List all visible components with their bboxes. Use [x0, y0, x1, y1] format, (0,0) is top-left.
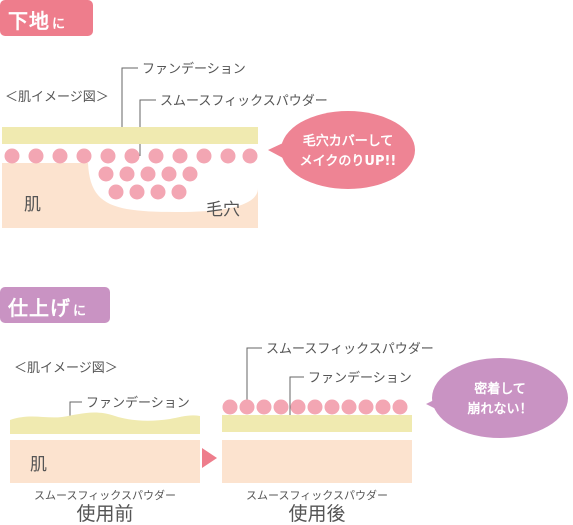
powder-dot	[220, 148, 236, 164]
powder-dot	[161, 166, 177, 182]
powder-dot	[28, 148, 44, 164]
bubble-1-line2: メイクのりUP!!	[300, 154, 397, 169]
section-tag-finish-suffix: に	[73, 304, 87, 319]
caption-after-small: スムースフィックスパウダー	[246, 488, 388, 502]
label-pore: 毛穴	[206, 200, 240, 220]
powder-dots-2	[222, 399, 408, 415]
powder-dot	[307, 399, 323, 415]
label-foundation-1: ファンデーション	[142, 61, 246, 77]
label-skin-1: 肌	[24, 195, 41, 215]
powder-dot	[239, 399, 255, 415]
section-tag-base-suffix: に	[52, 17, 66, 32]
foundation-layer-after	[222, 415, 412, 432]
section-tag-base-title: 下地	[8, 9, 50, 33]
label-foundation-before: ファンデーション	[86, 395, 190, 411]
powder-dot	[182, 166, 198, 182]
skin-layer-before	[10, 440, 200, 483]
powder-dot	[222, 399, 238, 415]
foundation-layer-1	[2, 127, 258, 144]
image-caption-2: ＜肌イメージ図＞	[14, 361, 118, 376]
leader-powder-after	[246, 347, 262, 402]
powder-dots-1	[4, 148, 258, 200]
arrow-icon	[202, 448, 217, 468]
powder-dot	[119, 166, 135, 182]
section-tag-finish: 仕上げに	[0, 287, 110, 323]
label-foundation-after: ファンデーション	[308, 370, 412, 386]
image-caption-1: ＜肌イメージ図＞	[5, 90, 109, 105]
powder-dot	[140, 166, 156, 182]
powder-dot	[324, 399, 340, 415]
powder-dot	[129, 184, 145, 200]
powder-dot	[76, 148, 92, 164]
powder-dot	[171, 184, 187, 200]
bubble-1-line1: 毛穴カバーして	[303, 133, 394, 149]
powder-dot	[392, 399, 408, 415]
bubble-2-line1: 密着して	[473, 381, 526, 397]
section-tag-base: 下地に	[0, 0, 93, 36]
label-skin-2: 肌	[30, 455, 47, 475]
powder-dot	[124, 148, 140, 164]
powder-dot	[358, 399, 374, 415]
caption-before-small: スムースフィックスパウダー	[34, 488, 176, 502]
powder-dot	[98, 166, 114, 182]
label-powder-1: スムースフィックスパウダー	[160, 94, 328, 109]
powder-dot	[4, 148, 20, 164]
leader-foundation-1	[121, 67, 138, 136]
speech-bubble-2: 密着して 崩れない！	[426, 358, 568, 438]
leader-foundation-after	[289, 376, 304, 428]
powder-dot	[290, 399, 306, 415]
powder-dot	[242, 148, 258, 164]
powder-dot	[273, 399, 289, 415]
powder-dot	[108, 184, 124, 200]
bubble-2-line2: 崩れない！	[467, 401, 532, 417]
powder-dot	[375, 399, 391, 415]
skin-layer-after	[222, 440, 412, 483]
powder-dot	[196, 148, 212, 164]
powder-dot	[341, 399, 357, 415]
powder-dot	[100, 148, 116, 164]
caption-before: 使用前	[76, 503, 133, 525]
powder-dot	[150, 184, 166, 200]
skin-layer-1	[2, 163, 258, 228]
section-tag-finish-title: 仕上げ	[8, 296, 71, 320]
label-powder-after: スムースフィックスパウダー	[266, 342, 434, 357]
powder-dot	[172, 148, 188, 164]
powder-dot	[256, 399, 272, 415]
foundation-layer-before	[10, 412, 200, 434]
powder-dot	[52, 148, 68, 164]
caption-after: 使用後	[288, 503, 345, 525]
speech-bubble-1: 毛穴カバーして メイクのりUP!!	[268, 111, 415, 189]
powder-dot	[148, 148, 164, 164]
